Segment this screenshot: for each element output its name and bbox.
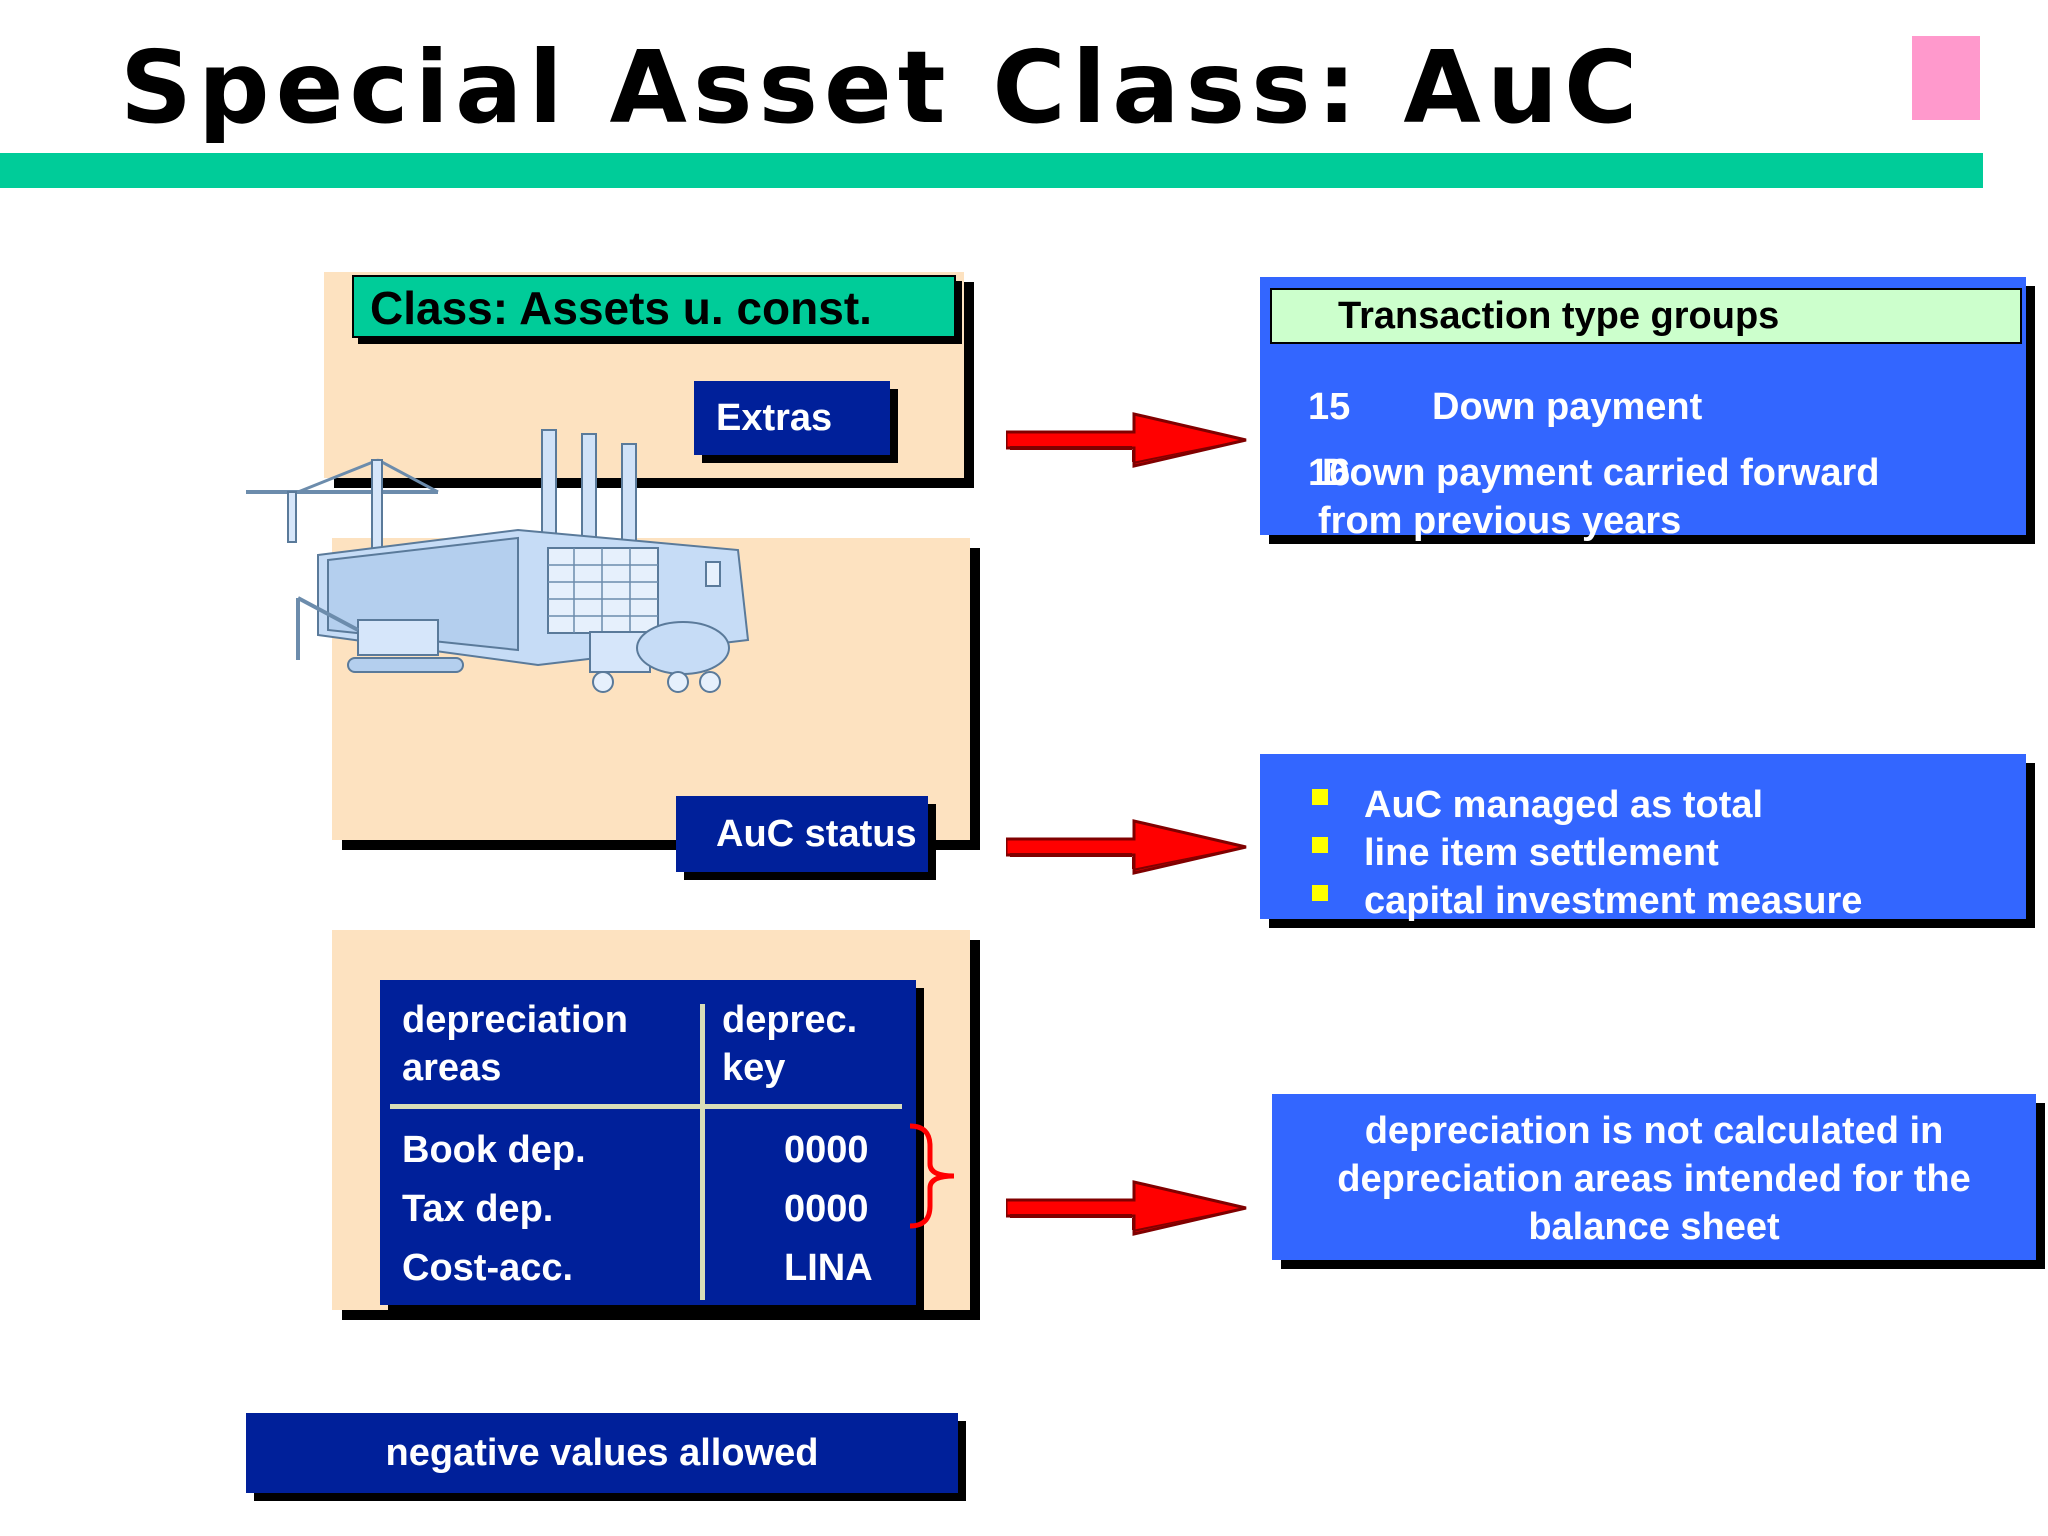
- negative-values-label: negative values allowed: [246, 1413, 958, 1493]
- title-underline-bar: [0, 153, 1983, 188]
- page-title: Special Asset Class: AuC: [120, 29, 1644, 146]
- class-label: Class: Assets u. const.: [352, 275, 956, 338]
- header-areas-line1: depreciation: [402, 999, 628, 1041]
- arrow-right-icon: [1006, 819, 1247, 875]
- transaction-groups-header: Transaction type groups: [1270, 288, 2022, 344]
- note-line: depreciation is not calculated in: [1364, 1110, 1944, 1152]
- bullet-square-icon: [1312, 788, 1328, 805]
- table-row-key: 0000: [784, 1129, 869, 1171]
- table-row-key: 0000: [784, 1188, 869, 1230]
- table-row-area: Tax dep.: [402, 1188, 554, 1230]
- transaction-code: 16: [1308, 452, 1351, 494]
- table-row-key: LINA: [784, 1247, 873, 1289]
- transaction-text-continued: from previous years: [1318, 500, 1682, 542]
- arrow-right-icon: [1006, 412, 1247, 468]
- note-line: depreciation areas intended for the: [1337, 1158, 1971, 1200]
- note-line: balance sheet: [1528, 1206, 1780, 1248]
- pink-marker: [1912, 36, 1980, 120]
- construction-site-illustration: [246, 429, 750, 693]
- table-column-divider: [700, 1004, 705, 1300]
- header-key-line1: deprec.: [722, 999, 858, 1041]
- depreciation-table: depreciation areas deprec. key Book dep.…: [380, 980, 916, 1305]
- header-areas-line2: areas: [402, 1047, 502, 1089]
- list-item: line item settlement: [1312, 830, 1719, 876]
- list-item: capital investment measure: [1312, 878, 1862, 924]
- auc-status-button[interactable]: AuC status: [676, 796, 928, 872]
- header-key-line2: key: [722, 1047, 786, 1089]
- bullet-square-icon: [1312, 836, 1328, 853]
- bullet-square-icon: [1312, 884, 1328, 901]
- table-row-area: Cost-acc.: [402, 1247, 574, 1289]
- list-item-text: AuC managed as total: [1364, 784, 1764, 826]
- list-item: AuC managed as total: [1312, 782, 1763, 828]
- table-header-divider: [390, 1104, 902, 1109]
- depreciation-note-box: depreciation is not calculated in deprec…: [1272, 1094, 2036, 1260]
- arrow-right-icon: [1006, 1180, 1247, 1236]
- table-row-area: Book dep.: [402, 1129, 586, 1171]
- extras-button[interactable]: Extras: [694, 381, 890, 455]
- list-item-text: line item settlement: [1364, 832, 1719, 874]
- transaction-code: 15: [1308, 386, 1351, 428]
- list-item-text: capital investment measure: [1364, 880, 1863, 922]
- transaction-text: Down payment: [1432, 386, 1703, 428]
- transaction-text: Down payment carried forward: [1322, 452, 1880, 494]
- auc-features-box: [1260, 754, 2026, 919]
- curly-brace-icon: [909, 1123, 955, 1229]
